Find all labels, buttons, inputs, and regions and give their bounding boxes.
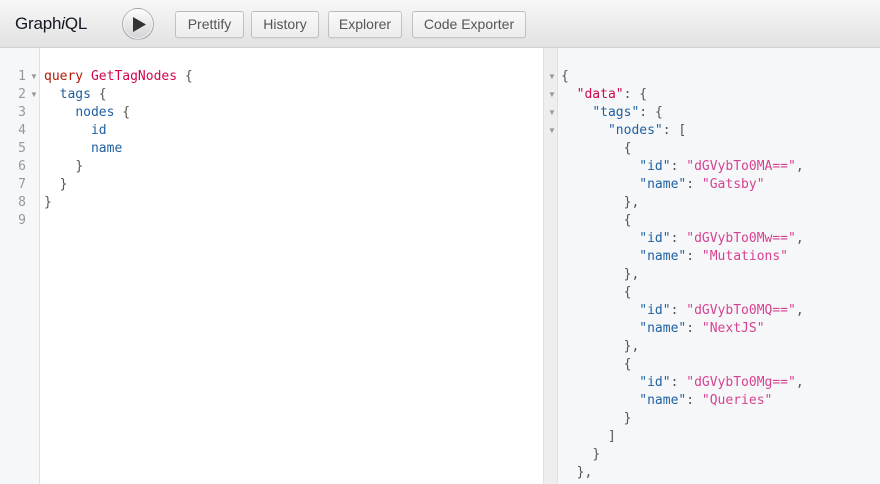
toolbar: GraphiQL Prettify History Explorer Code …	[0, 0, 880, 48]
code-line: name	[90, 141, 123, 156]
play-icon	[133, 17, 146, 32]
line-number-gutter	[0, 48, 40, 484]
code-line: query GetTagNodes {	[44, 69, 193, 84]
result-line: },	[623, 195, 640, 210]
result-line: }	[592, 447, 601, 462]
app-title: GraphiQL	[15, 14, 88, 33]
result-line: "id": "dGVybTo0MA==",	[639, 159, 804, 174]
result-line: },	[623, 339, 640, 354]
result-line: "tags": {	[592, 105, 663, 120]
line-number: 2	[18, 87, 26, 102]
result-line: "name": "Gatsby"	[639, 177, 765, 192]
fold-arrow-icon[interactable]: ▼	[548, 108, 556, 117]
result-line: "name": "Mutations"	[639, 249, 788, 264]
line-number: 8	[18, 195, 26, 210]
result-line: ]	[607, 429, 616, 444]
code-line: }	[75, 159, 84, 174]
result-line: },	[623, 267, 640, 282]
result-line: "name": "Queries"	[639, 393, 773, 408]
result-line: {	[623, 285, 632, 300]
prettify-button[interactable]: Prettify	[175, 11, 244, 38]
fold-arrow-icon[interactable]: ▼	[548, 126, 556, 135]
code-line: }	[44, 195, 52, 210]
result-line: {	[623, 141, 632, 156]
result-line: "name": "NextJS"	[639, 321, 765, 336]
code-line: }	[59, 177, 68, 192]
code-line: nodes {	[75, 105, 131, 120]
line-number: 3	[18, 105, 26, 120]
line-number: 1	[18, 69, 26, 84]
execute-query-button[interactable]	[122, 8, 154, 40]
line-number: 4	[18, 123, 26, 138]
fold-arrow-icon[interactable]: ▼	[30, 90, 38, 99]
line-number: 6	[18, 159, 26, 174]
code-line: tags {	[59, 87, 107, 102]
line-number: 7	[18, 177, 26, 192]
fold-arrow-icon[interactable]: ▼	[548, 72, 556, 81]
result-line: "id": "dGVybTo0Mg==",	[639, 375, 804, 390]
result-line: {	[561, 69, 569, 84]
code-exporter-button[interactable]: Code Exporter	[412, 11, 526, 38]
line-number: 9	[18, 213, 26, 228]
history-button[interactable]: History	[251, 11, 319, 38]
result-line: "id": "dGVybTo0MQ==",	[639, 303, 804, 318]
result-line: },	[576, 465, 593, 480]
result-line: "data": {	[576, 87, 648, 102]
result-fold-gutter	[544, 48, 558, 484]
result-line: "nodes": [	[607, 123, 687, 138]
result-line: }	[623, 411, 632, 426]
fold-arrow-icon[interactable]: ▼	[30, 72, 38, 81]
result-line: "id": "dGVybTo0Mw==",	[639, 231, 804, 246]
explorer-button[interactable]: Explorer	[328, 11, 402, 38]
query-editor[interactable]: 1 2 3 4 5 6 7 8 9 ▼ ▼ query GetTagNodes …	[0, 48, 543, 484]
result-line: {	[623, 357, 632, 372]
fold-arrow-icon[interactable]: ▼	[548, 90, 556, 99]
line-number: 5	[18, 141, 26, 156]
result-viewer[interactable]: ▼ ▼ ▼ ▼ { "data": { "tags": { "nodes": […	[543, 48, 880, 484]
result-line: {	[623, 213, 632, 228]
code-line: id	[90, 123, 107, 138]
